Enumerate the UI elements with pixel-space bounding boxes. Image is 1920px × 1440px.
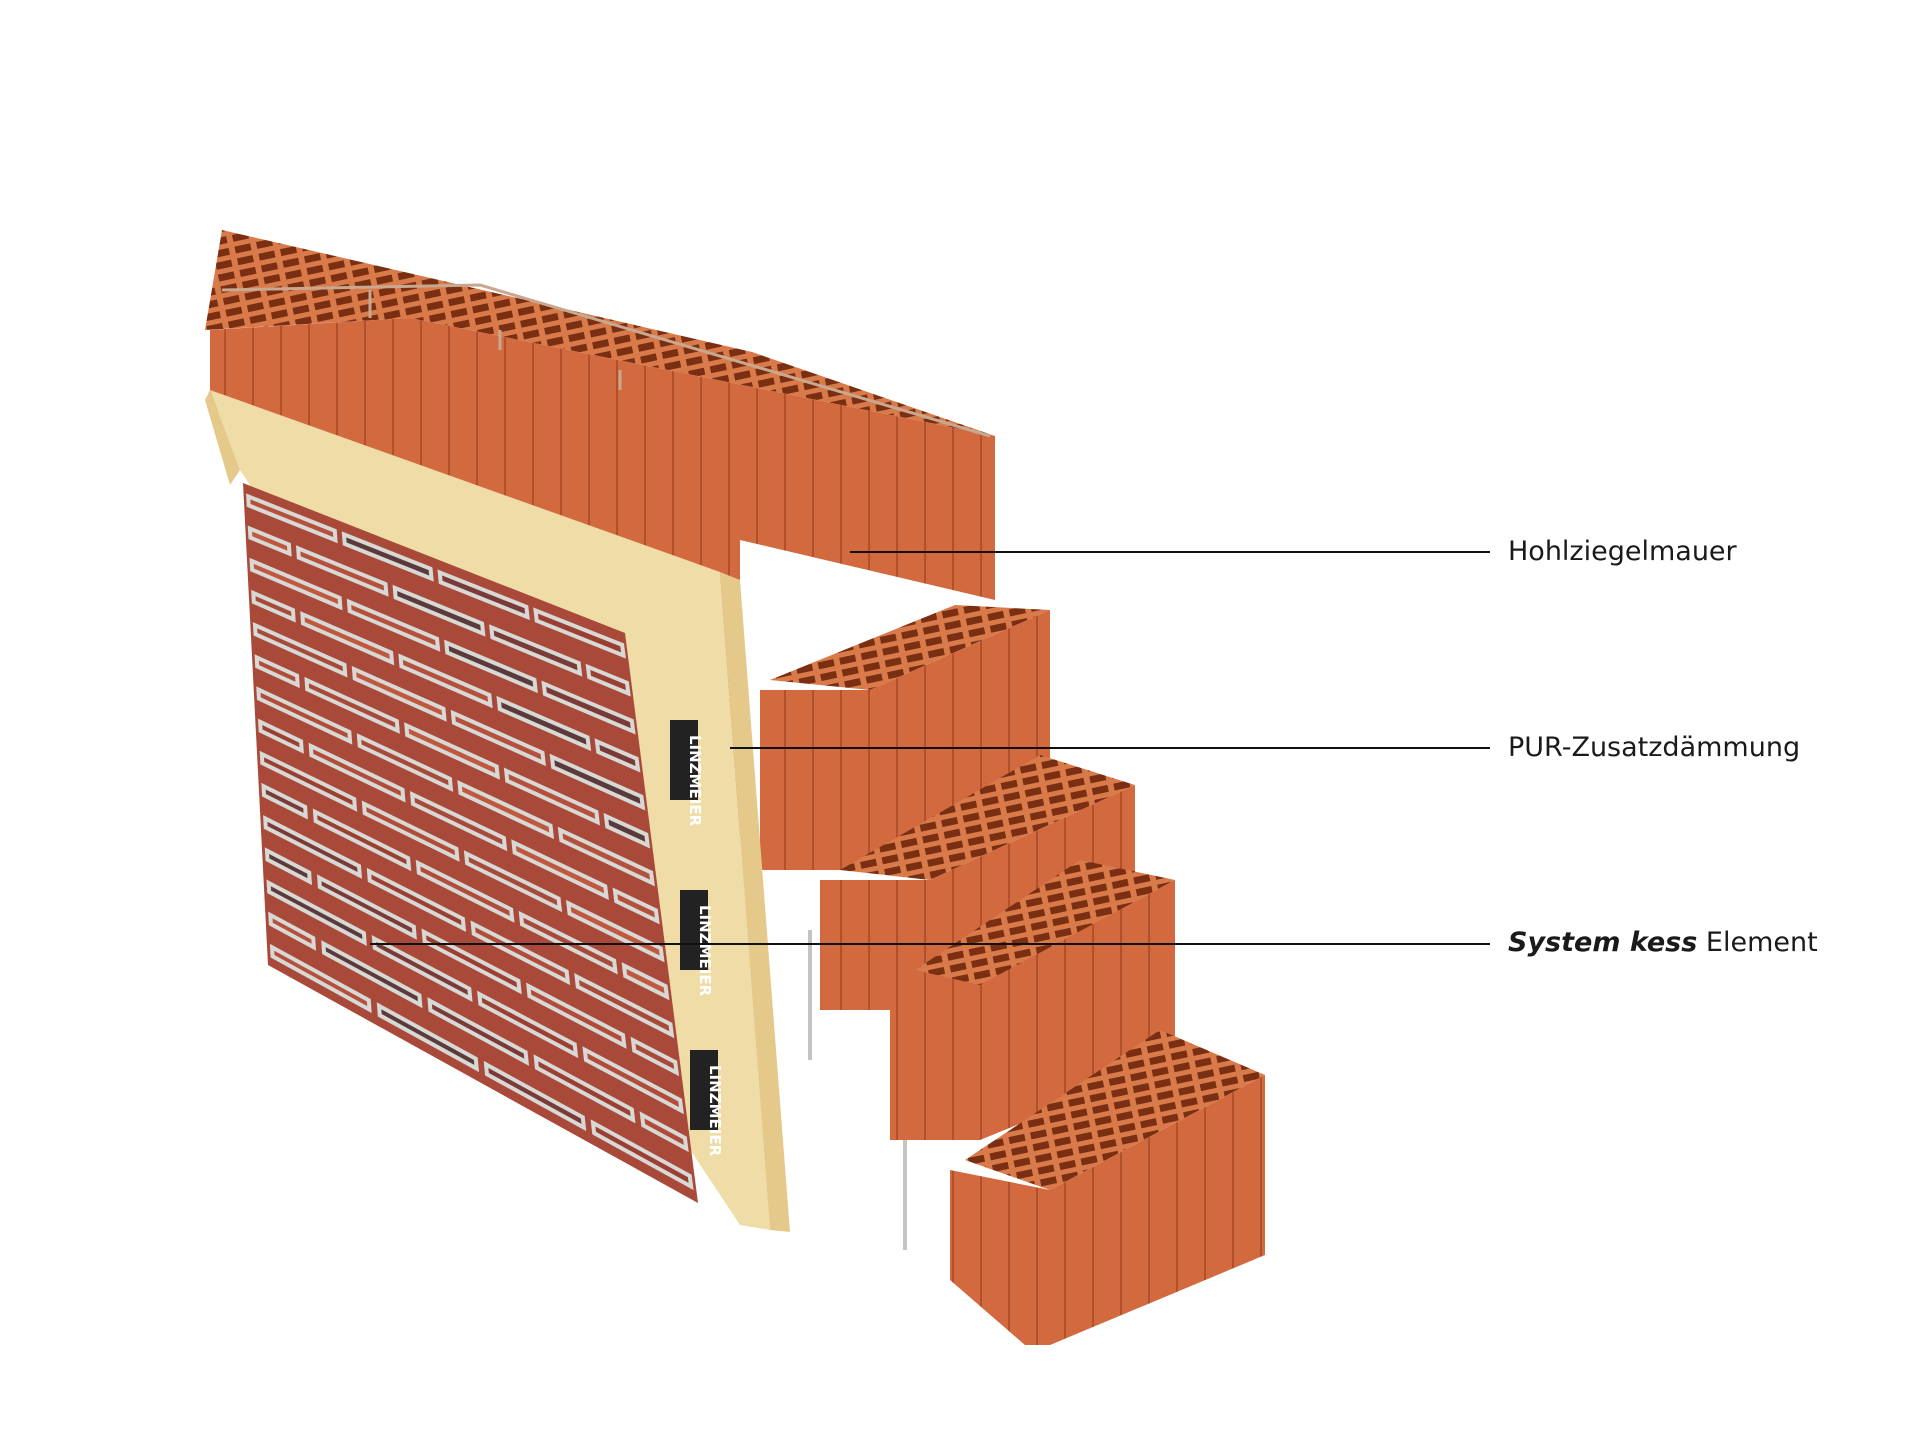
clinker-brick [308,742,406,803]
clinker-brick [496,695,592,752]
clinker-brick [549,753,646,811]
brick-top-surface [205,230,995,436]
svg-text:LINZMEIER: LINZMEIER [696,905,714,997]
clinker-brick [427,997,530,1066]
clinker-brick [511,839,609,901]
clinker-brick [268,911,317,951]
insulation-side [720,572,790,1232]
clinker-brick [483,1060,587,1132]
clinker-brick [621,962,670,1001]
clinker-brick [256,686,353,745]
system-kess-element [243,483,698,1203]
label-hohlziegelmauer: Hohlziegelmauer [1508,536,1737,567]
clinker-brick [312,808,412,872]
clinker-brick [259,750,358,812]
clinker-brick [450,709,546,767]
clinker-brick [557,826,655,887]
label-system-kess-text: Element [1705,927,1818,958]
clinker-brick [264,847,312,886]
clinker-brick-grid [246,493,694,1191]
clinker-brick [477,990,579,1059]
clinker-brick [263,815,363,879]
clinker-brick [392,584,486,637]
label-system-kess-element: System kess Element [1508,929,1818,956]
clinker-brick [437,569,530,621]
clinker-brick [404,722,500,780]
clinker-brick [257,718,304,754]
clinker-brick [489,624,583,677]
clinker-brick [269,943,372,1014]
brick-step-4-face [950,1075,1265,1345]
leader-lines [370,551,1490,945]
brick-step-3-top [915,860,1175,985]
clinker-brick [251,589,296,623]
clinker-brick [444,639,538,694]
clinker-brick [321,940,423,1009]
clinker-brick [541,680,636,735]
clinker-brick [249,557,343,611]
clinker-brick [526,982,627,1049]
clinker-brick [457,779,555,840]
clinker-brick [254,654,300,689]
clinker-brick [295,545,389,597]
clinker-brick [582,1046,684,1115]
insulation-left-edge [205,390,240,485]
clinker-brick [366,867,467,932]
clinker-brick [630,1036,680,1077]
clinker-brick [470,920,571,986]
brick-step-4-top [965,1030,1265,1190]
label-system-kess-emphasis: System kess [1508,927,1698,958]
clinker-brick [421,928,522,995]
clinker-brick [317,874,417,940]
clinker-brick [351,665,447,722]
clinker-brick [266,879,367,946]
clinker-brick [533,1054,636,1124]
clinker-brick [300,611,395,666]
clinker-brick [247,525,292,557]
clinker-brick [361,800,460,862]
clinker-brick [246,493,338,544]
clinker-brick [376,1002,480,1073]
svg-text:LINZMEIER: LINZMEIER [686,735,704,827]
clinker-brick [503,767,601,826]
clinker-brick [304,676,400,734]
brick-step-2-top [840,755,1135,880]
clinker-brick [346,598,441,652]
clinker-brick [603,812,651,849]
clinker-brick [261,782,308,820]
clinker-brick [356,733,454,792]
clinker-brick [585,663,631,697]
clinker-brick [463,850,563,913]
clinker-brick [566,899,665,963]
clinker-brick [533,607,626,659]
clinker-brick [398,653,493,709]
clinker-brick [594,738,641,773]
svg-text:LINZMEIER: LINZMEIER [706,1065,724,1157]
clinker-brick [590,1119,694,1191]
insulation-print: LINZMEIER LINZMEIER LINZMEIER [670,720,724,1157]
clinker-brick [415,859,515,923]
clinker-brick [252,622,348,678]
clinker-brick [518,910,618,975]
label-pur-zusatzdaemmung: PUR-Zusatzdämmung [1508,732,1801,763]
clinker-brick [341,531,434,582]
clinker-brick [574,973,675,1039]
clinker-brick [639,1111,689,1153]
clinker-brick [612,887,660,925]
brick-step-1-top [770,605,1050,690]
clinker-brick [409,790,508,852]
